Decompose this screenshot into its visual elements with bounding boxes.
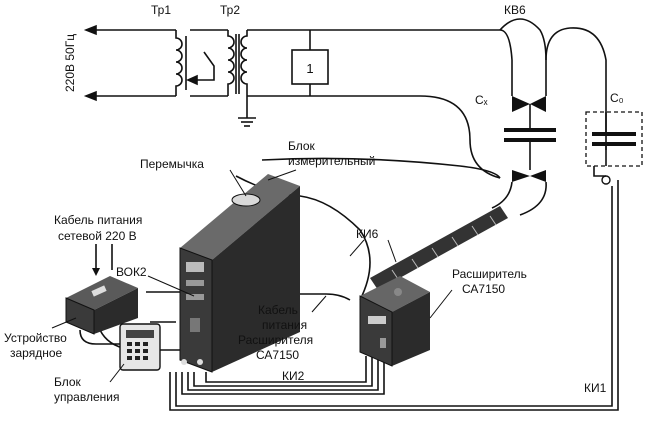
label-control-1: Блок [54,375,82,389]
c0-capacitor [585,111,643,185]
kv6-to-c0 [545,27,607,150]
label-charger-2: зарядное [10,346,63,360]
label-cable-exp-3: Расширителя [238,333,313,347]
jumper-terminal-icon [231,193,261,207]
label-ki2: КИ2 [282,369,305,383]
box-1 [291,49,329,85]
label-tp2: Тр2 [220,3,240,17]
label-expander-1: Расширитель [452,267,527,281]
label-kv6: КВ6 [504,3,526,17]
ki2-cable [181,356,385,395]
label-charger-1: Устройство [4,331,67,345]
tp2-primary-coil [227,30,235,96]
label-cable-exp-4: СА7150 [256,348,299,362]
control-unit [119,323,161,371]
cx-capacitor [504,96,556,182]
tp2-secondary-coil [240,30,248,96]
label-cable-supply-1: Кабель питания [54,213,142,227]
box-1-label: 1 [306,61,313,76]
label-ki1: КИ1 [584,381,607,395]
label-cable-exp-1: Кабель [258,303,298,317]
kv6-cable [499,18,607,150]
label-cable-exp-2: питания [262,318,307,332]
label-peremychka: Перемычка [140,157,204,171]
label-blok-2: измерительный [288,154,375,168]
leader-lines [51,169,453,383]
tp1-slider [194,51,215,81]
tp1-slider-arrow-icon [186,74,198,86]
expander-ca7150 [359,276,430,367]
charger-device [65,276,138,335]
ki1-cable [175,186,613,407]
label-control-2: управления [54,390,119,404]
label-c0: C₀ [610,91,624,105]
label-vok2: ВОК2 [116,265,147,279]
tp1-coil [175,30,183,96]
measuring-block [179,174,300,373]
arrow-left-bottom-icon [83,90,97,102]
label-blok-1: Блок [288,139,316,153]
label-supply: 220В 50Гц [63,34,77,92]
label-ki6: КИ6 [356,227,379,241]
labels: Тр1 Тр2 КВ6 220В 50Гц Cₓ C₀ Перемычка Бл… [4,3,624,404]
label-expander-2: СА7150 [462,282,505,296]
label-cx: Cₓ [475,93,488,107]
label-cable-supply-2: сетевой 220 В [58,229,137,243]
label-tp1: Тр1 [151,3,171,17]
cables [79,157,619,411]
arrow-left-top-icon [83,24,97,36]
